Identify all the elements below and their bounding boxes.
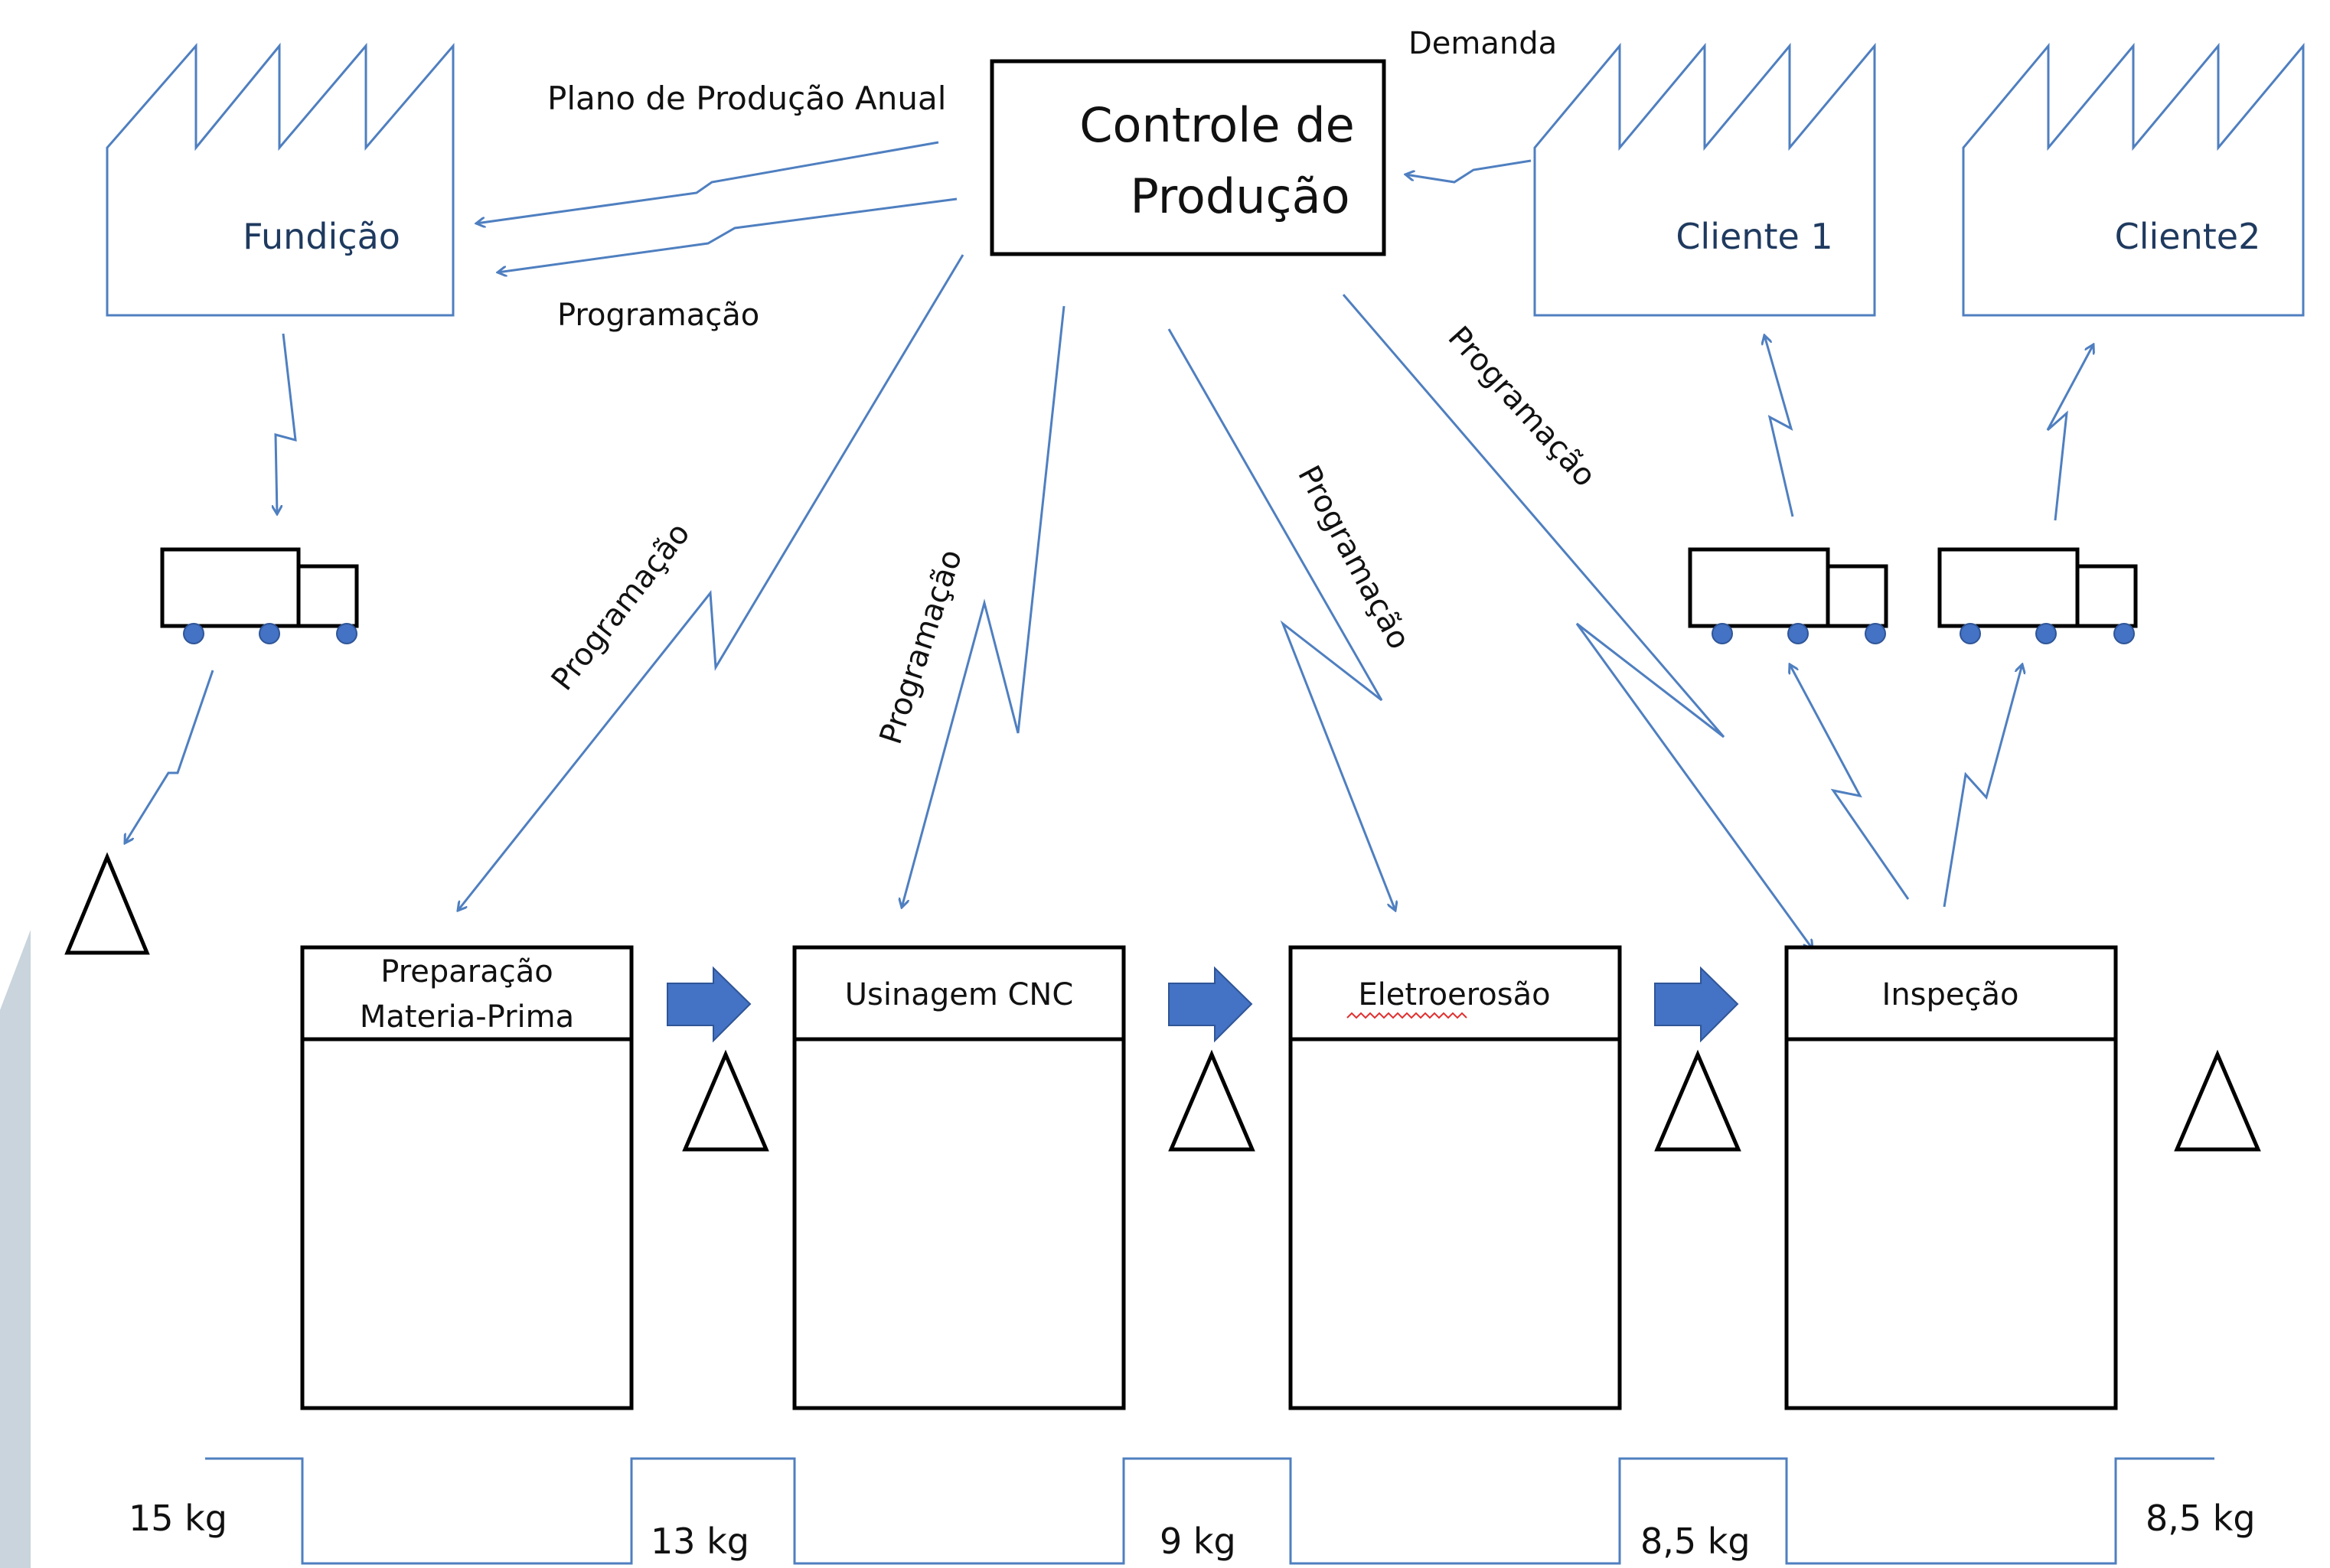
inventory-triangle-2 bbox=[682, 1049, 769, 1152]
label-demanda: Demanda bbox=[1408, 26, 1557, 61]
flow-prog-usinagem bbox=[902, 305, 1065, 908]
spellcheck-underline bbox=[1346, 1012, 1467, 1019]
flow-programacao-fundicao bbox=[498, 197, 958, 272]
truck-fundicao bbox=[160, 547, 359, 644]
process-preparacao: Preparação Materia-Prima bbox=[300, 945, 634, 1410]
controle-producao-box: Controle de Produção bbox=[990, 59, 1386, 256]
controle-line1: Controle de bbox=[1079, 97, 1354, 153]
factory-cliente1: Cliente 1 bbox=[1533, 42, 1876, 317]
flow-truck1-cliente1 bbox=[1764, 335, 1794, 517]
lead-time-timeline bbox=[205, 1457, 2214, 1565]
truck-cliente1 bbox=[1688, 547, 1888, 644]
fundicao-label: Fundição bbox=[243, 216, 400, 257]
process-inspecao-label: Inspeção bbox=[1882, 977, 2019, 1012]
label-plano-anual: Plano de Produção Anual bbox=[547, 80, 946, 117]
label-prog-usinagem: Programação bbox=[873, 546, 969, 749]
label-prog-inspecao: Programação bbox=[1441, 320, 1603, 494]
flow-demanda bbox=[1405, 159, 1532, 184]
inventory-value-1: 15 kg bbox=[129, 1498, 227, 1539]
process-preparacao-line2: Materia-Prima bbox=[360, 999, 574, 1035]
push-arrow-3 bbox=[1654, 966, 1739, 1043]
inventory-value-5: 8,5 kg bbox=[2146, 1498, 2256, 1539]
flow-plano-anual bbox=[476, 141, 939, 223]
inventory-value-2: 13 kg bbox=[651, 1521, 749, 1562]
inventory-triangle-1 bbox=[64, 852, 150, 955]
flow-truck-inventory bbox=[125, 670, 214, 843]
process-eletroerosao-label: Eletroerosão bbox=[1358, 977, 1550, 1012]
inventory-triangle-5 bbox=[2174, 1049, 2261, 1152]
flow-truck2-cliente2 bbox=[2046, 344, 2093, 521]
label-prog-eletroerosao: Programação bbox=[1291, 460, 1417, 655]
flow-inspecao-truck2 bbox=[1943, 664, 2022, 908]
process-inspecao: Inspeção bbox=[1784, 945, 2118, 1410]
process-usinagem: Usinagem CNC bbox=[792, 945, 1126, 1410]
process-preparacao-line1: Preparação bbox=[380, 954, 553, 989]
factory-cliente2: Cliente2 bbox=[1962, 42, 2305, 317]
cliente1-label: Cliente 1 bbox=[1676, 216, 1832, 257]
label-programacao-fundicao: Programação bbox=[557, 298, 759, 333]
label-prog-preparacao: Programação bbox=[545, 517, 697, 698]
truck-cliente2 bbox=[1937, 547, 2138, 644]
inventory-value-3: 9 kg bbox=[1160, 1521, 1236, 1562]
process-eletroerosao: Eletroerosão bbox=[1288, 945, 1622, 1410]
push-arrow-2 bbox=[1168, 966, 1253, 1043]
flow-prog-eletroerosao bbox=[1167, 328, 1395, 911]
inventory-triangle-3 bbox=[1168, 1049, 1255, 1152]
inventory-value-4: 8,5 kg bbox=[1640, 1521, 1751, 1562]
process-usinagem-label: Usinagem CNC bbox=[845, 977, 1074, 1012]
sidebar-decoration bbox=[0, 930, 31, 1568]
flow-inspecao-truck1 bbox=[1790, 664, 1910, 900]
flow-prog-inspecao bbox=[1342, 294, 1813, 949]
inventory-triangle-4 bbox=[1654, 1049, 1741, 1152]
factory-fundicao: Fundição bbox=[106, 42, 455, 317]
cliente2-label: Cliente2 bbox=[2115, 216, 2261, 257]
push-arrow-1 bbox=[667, 966, 752, 1043]
flow-prog-preparacao bbox=[458, 254, 964, 911]
flow-fundicao-truck bbox=[276, 333, 297, 514]
controle-line2: Produção bbox=[1130, 168, 1349, 224]
info-flows bbox=[125, 141, 2093, 949]
